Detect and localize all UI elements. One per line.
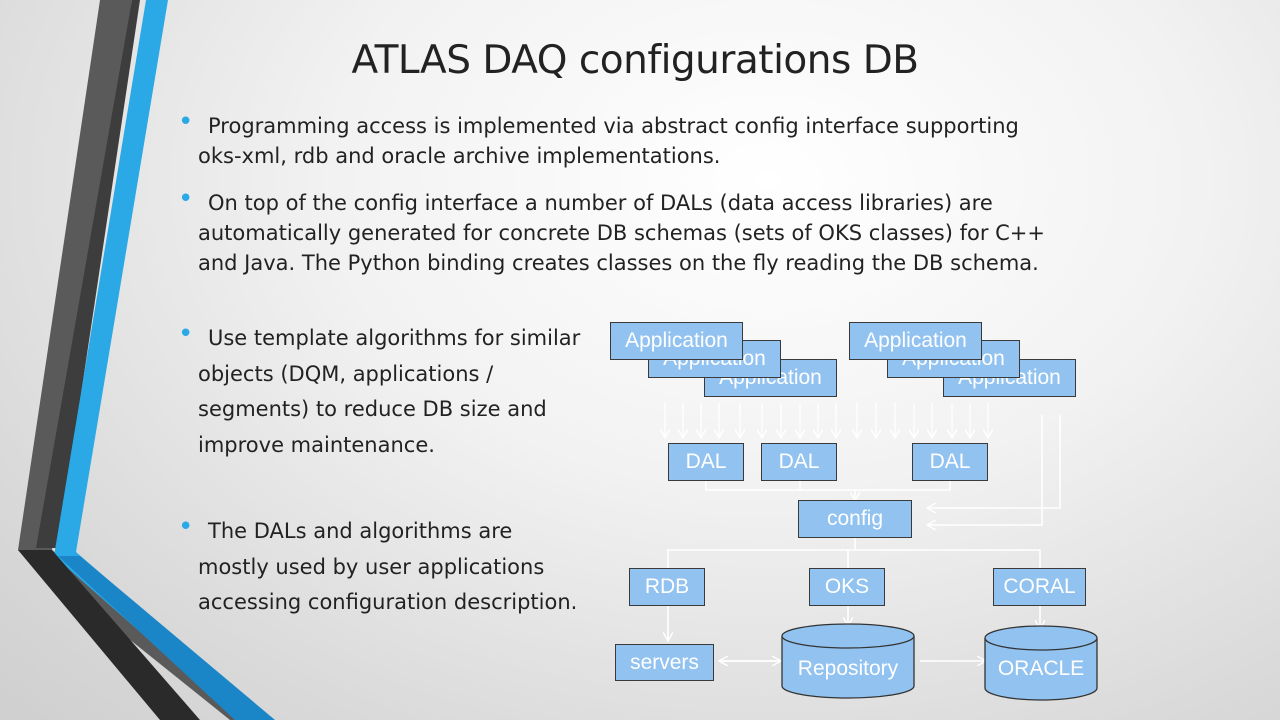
stripe-black — [18, 550, 200, 720]
application-dal-arrows — [665, 403, 988, 437]
bullet-dot: • — [178, 319, 194, 349]
config-backend-connectors — [668, 537, 1040, 661]
bullet-3-text: Use template algorithms for similar obje… — [198, 326, 581, 457]
slide-title: ATLAS DAQ configurations DB — [351, 38, 919, 83]
bullet-dot: • — [178, 184, 194, 214]
bullet-4: • The DALs and algorithms are mostly use… — [178, 512, 588, 621]
application-box: Application — [849, 322, 982, 360]
bullet-4-text: The DALs and algorithms are mostly used … — [198, 519, 578, 614]
dal-box: DAL — [912, 443, 988, 481]
rdb-box: RDB — [629, 568, 705, 606]
application-box: Application — [610, 322, 743, 360]
bullet-3: • Use template algorithms for similar ob… — [178, 319, 588, 463]
bullet-dot: • — [178, 512, 194, 542]
dal-box: DAL — [761, 443, 837, 481]
decorative-stripes — [18, 0, 275, 720]
stripe-blue-lower — [58, 556, 275, 720]
dal-box: DAL — [668, 443, 744, 481]
oracle-label: ORACLE — [997, 657, 1085, 680]
dal-config-connectors — [705, 415, 1061, 525]
oracle-cylinder — [984, 625, 1098, 701]
stripe-dark-gray — [18, 0, 270, 720]
bullet-2: • On top of the config interface a numbe… — [178, 184, 1068, 278]
stripe-blue — [54, 0, 270, 720]
bullet-1: • Programming access is implemented via … — [178, 107, 1058, 171]
bullet-1-text: Programming access is implemented via ab… — [198, 114, 1019, 168]
repository-label: Repository — [797, 657, 899, 680]
stripe-shadow — [36, 0, 140, 548]
oks-box: OKS — [809, 568, 885, 606]
bullet-dot: • — [178, 107, 194, 137]
servers-box: servers — [615, 644, 714, 681]
coral-box: CORAL — [993, 568, 1086, 606]
config-box: config — [798, 500, 912, 538]
bullet-2-text: On top of the config interface a number … — [198, 191, 1046, 275]
repository-cylinder — [781, 623, 915, 699]
